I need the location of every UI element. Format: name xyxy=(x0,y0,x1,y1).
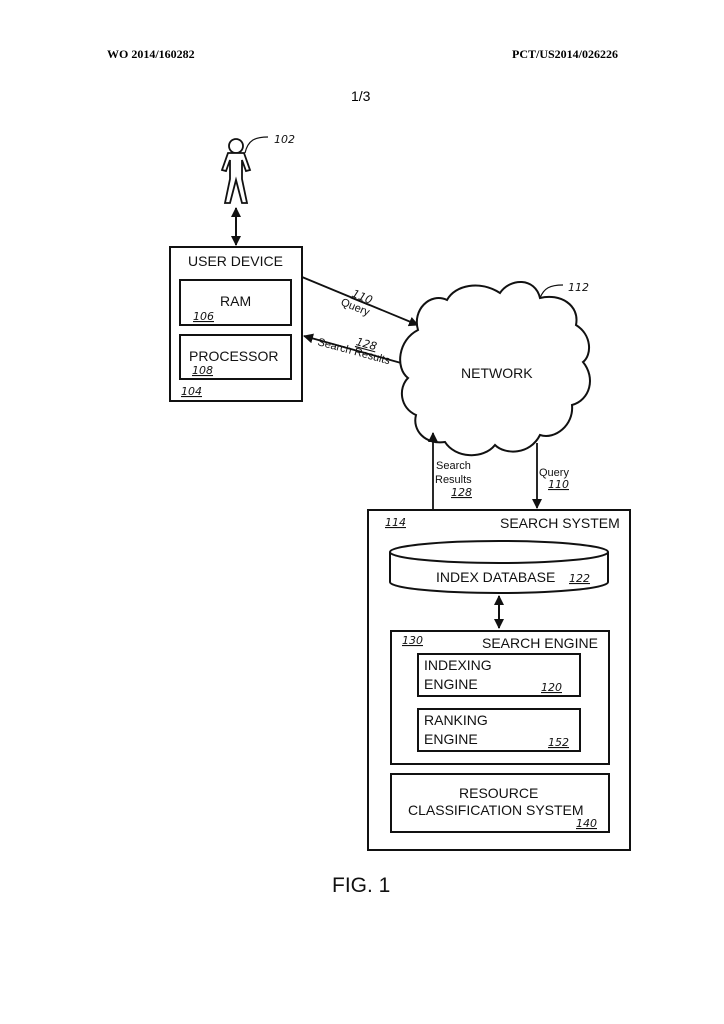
indexing-engine-box xyxy=(417,653,581,697)
ranking-engine-line1: RANKING xyxy=(424,712,488,728)
search-system-ref: 114 xyxy=(385,516,406,529)
resource-classification-ref: 140 xyxy=(576,817,597,830)
resource-classification-line2: CLASSIFICATION SYSTEM xyxy=(408,802,584,818)
processor-label: PROCESSOR xyxy=(189,348,278,364)
results-vertical-label-2: Results xyxy=(435,474,472,486)
indexing-engine-ref: 120 xyxy=(541,681,562,694)
publication-number: WO 2014/160282 xyxy=(107,47,195,61)
ranking-engine-ref: 152 xyxy=(548,736,569,749)
ranking-engine-box xyxy=(417,708,581,752)
resource-classification-line1: RESOURCE xyxy=(459,785,538,801)
search-engine-ref: 130 xyxy=(402,634,423,647)
user-device-title: USER DEVICE xyxy=(188,253,283,269)
network-ref: 112 xyxy=(568,281,589,294)
ranking-engine-line2: ENGINE xyxy=(424,731,478,747)
search-results-arrow xyxy=(303,333,413,367)
results-top-ref: 128 xyxy=(355,335,379,353)
query-vertical-ref: 110 xyxy=(548,478,569,491)
ram-label: RAM xyxy=(220,293,251,309)
network-label: NETWORK xyxy=(461,365,533,381)
figure-caption: FIG. 1 xyxy=(332,874,390,897)
network-cloud xyxy=(399,281,591,457)
user-icon xyxy=(220,138,252,204)
ram-ref: 106 xyxy=(193,310,214,323)
results-top-label: Search Results xyxy=(316,336,392,367)
sheet-number: 1/3 xyxy=(351,88,371,104)
search-system-title: SEARCH SYSTEM xyxy=(500,515,620,531)
network-ref-leader xyxy=(539,284,564,299)
user-device-ref: 104 xyxy=(181,385,202,398)
index-database-cylinder xyxy=(389,540,609,594)
application-number: PCT/US2014/026226 xyxy=(512,47,619,61)
results-vertical-ref: 128 xyxy=(451,486,472,499)
query-vertical-label: Query xyxy=(539,467,569,479)
indexing-engine-line1: INDEXING xyxy=(424,657,492,673)
indexing-engine-line2: ENGINE xyxy=(424,676,478,692)
processor-ref: 108 xyxy=(192,364,213,377)
processor-box xyxy=(179,334,292,380)
user-ref-leader xyxy=(244,136,269,154)
index-database-ref: 122 xyxy=(569,572,590,585)
user-ref: 102 xyxy=(274,133,295,146)
results-vertical-label-1: Search xyxy=(436,460,471,472)
resource-classification-box xyxy=(390,773,610,833)
query-arrow xyxy=(301,276,419,327)
index-database-label: INDEX DATABASE xyxy=(436,569,555,585)
search-engine-title: SEARCH ENGINE xyxy=(482,635,598,651)
ram-box xyxy=(179,279,292,326)
